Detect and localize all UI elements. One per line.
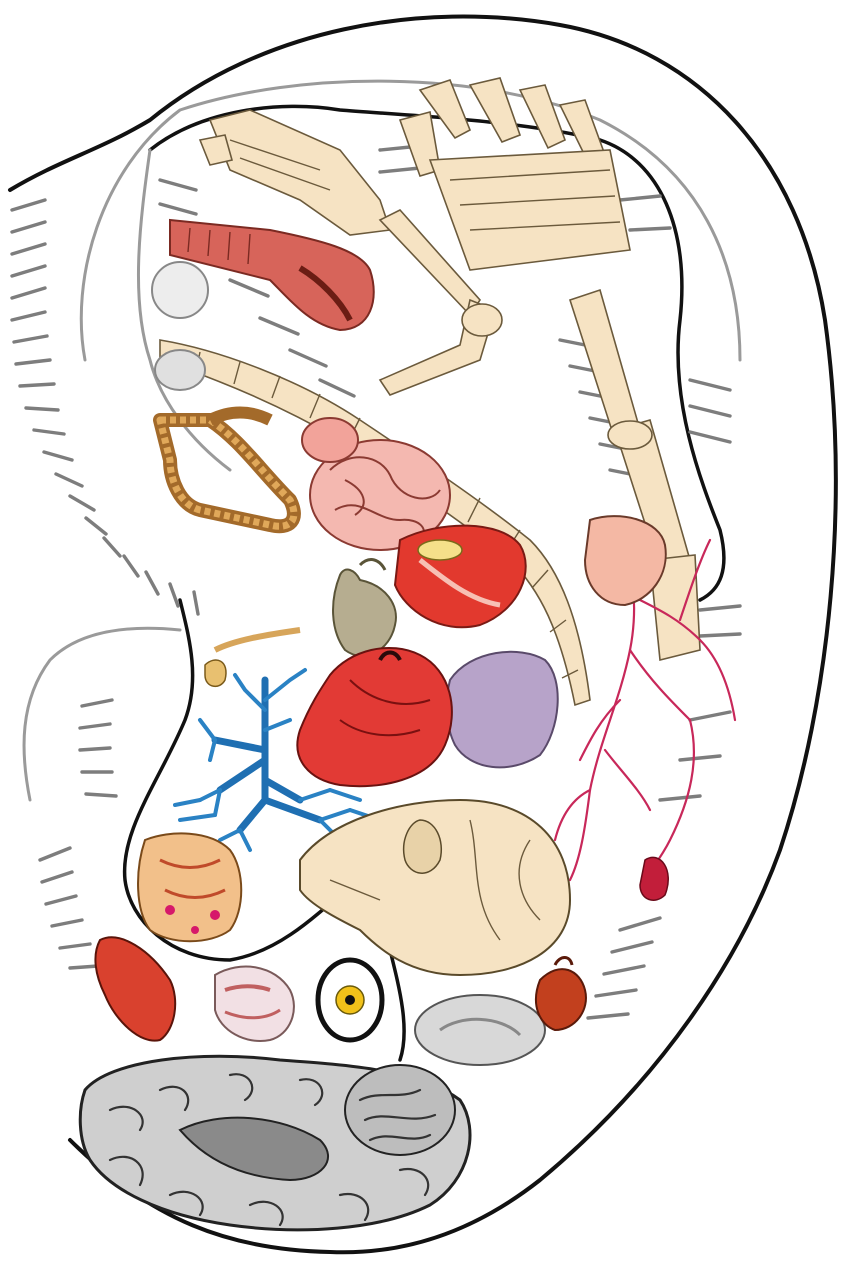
pancreas-icon	[205, 630, 300, 686]
inner-ear-icon	[415, 995, 545, 1065]
hand-bones-icon	[400, 78, 630, 270]
hatching-lobe	[588, 918, 660, 1018]
lips-icon	[95, 937, 175, 1040]
larynx-icon	[138, 833, 241, 941]
lobule-outline	[390, 950, 404, 1060]
hatching-lower-left	[40, 700, 116, 968]
foot-bones-icon	[200, 110, 390, 235]
eye-icon	[318, 960, 382, 1040]
tragus-outline	[24, 628, 180, 800]
spleen-icon	[447, 652, 558, 768]
liver-icon	[395, 526, 526, 628]
external-ear-icon	[536, 958, 586, 1031]
brain-icon	[80, 1056, 470, 1230]
bladder-icon	[152, 262, 208, 318]
heart-icon	[297, 648, 451, 786]
stomach-icon	[333, 560, 396, 656]
teeth-icon	[215, 967, 294, 1041]
prostate-icon	[155, 350, 205, 390]
skull-icon	[300, 800, 570, 975]
